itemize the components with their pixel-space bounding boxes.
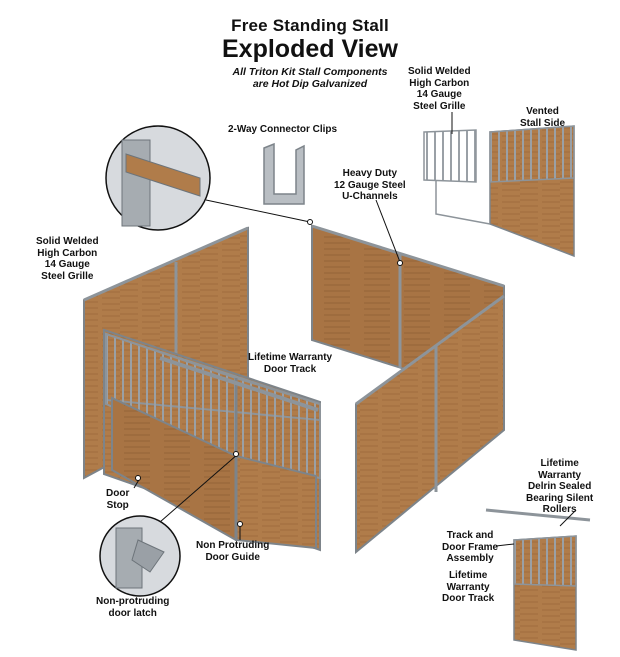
label-door-latch: Non-protruding door latch [96,596,170,619]
label-door-track-center: Lifetime Warranty Door Track [248,352,333,375]
title-line-2: Exploded View [222,35,398,63]
label-u-channels: Heavy Duty 12 Gauge Steel U-Channels [334,168,406,202]
front-door-wall [103,328,321,552]
zoom-circle-latch [99,515,181,597]
subtitle: All Triton Kit Stall Components are Hot … [0,66,620,90]
right-wall [355,294,505,555]
label-door-guide: Non Protruding Door Guide [196,540,270,563]
subtitle-line-1: All Triton Kit Stall Components [232,66,388,78]
door-frame-assembly [485,508,591,651]
vented-stall-side [489,125,575,258]
leader-lines [133,112,577,547]
label-door-track-bottom: Lifetime Warranty Door Track [442,570,495,604]
label-grille-top-right: Solid Welded High Carbon 14 Gauge Steel … [408,66,471,112]
connector-clip-icon [263,142,305,205]
title-line-1: Free Standing Stall [231,16,389,35]
grille-panel-top [423,129,491,225]
label-connector-clips: 2-Way Connector Clips [228,124,338,135]
label-rollers: Lifetime Warranty Delrin Sealed Bearing … [526,458,594,515]
zoom-circle-connector [105,125,211,231]
label-track-frame: Track and Door Frame Assembly [442,530,499,564]
label-grille-left: Solid Welded High Carbon 14 Gauge Steel … [36,236,99,282]
subtitle-line-2: are Hot Dip Galvanized [252,78,368,90]
label-door-stop: Door Stop [106,488,130,511]
label-vented-side: Vented Stall Side [520,106,566,129]
